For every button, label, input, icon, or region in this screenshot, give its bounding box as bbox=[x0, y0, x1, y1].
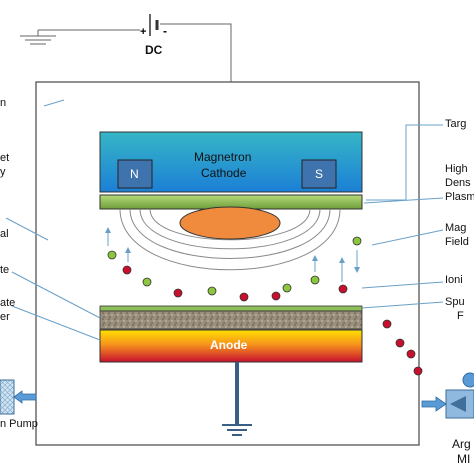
holder-label-1: ate bbox=[0, 297, 16, 309]
neutral-atom bbox=[142, 277, 152, 287]
magnetic-field-lines bbox=[119, 208, 341, 271]
anode-label: Anode bbox=[210, 338, 248, 352]
high-density-label-3: Plasm bbox=[445, 191, 474, 203]
chamber-label: n bbox=[0, 97, 7, 109]
holder-label-2: er bbox=[0, 311, 10, 323]
battery-icon bbox=[149, 14, 159, 36]
magnet-pole-north bbox=[117, 159, 153, 189]
ground-symbol-top bbox=[20, 35, 56, 45]
ion-particle bbox=[173, 288, 183, 298]
wire-to-chamber bbox=[160, 23, 232, 82]
minus-sign: - bbox=[163, 24, 167, 38]
plus-sign: + bbox=[140, 26, 146, 38]
argon-label-2: MI bbox=[457, 452, 471, 466]
ion-particle bbox=[338, 284, 348, 294]
leader-holder bbox=[11, 305, 101, 341]
ion-particle bbox=[382, 319, 392, 329]
neutral-atom bbox=[282, 283, 292, 293]
magnet-label-2: y bbox=[0, 166, 6, 178]
sputtered-label-2: F bbox=[457, 310, 464, 322]
magnet-pole-south bbox=[301, 159, 337, 189]
pole-s-label: S bbox=[315, 167, 324, 181]
ion-label: Ioni bbox=[445, 274, 463, 286]
particles bbox=[105, 227, 423, 376]
leader-ion bbox=[361, 281, 444, 289]
mfc-knob bbox=[462, 372, 474, 388]
high-density-label-2: Dens bbox=[445, 177, 471, 189]
argon-label-1: Arg bbox=[452, 437, 471, 451]
high-density-label-1: High bbox=[445, 163, 468, 175]
plasma-region bbox=[179, 206, 281, 240]
leader-field bbox=[371, 229, 444, 246]
target-label: Targ bbox=[445, 118, 467, 130]
dc-circuit bbox=[20, 23, 232, 82]
neutral-atom bbox=[352, 236, 362, 246]
ion-particle bbox=[122, 265, 132, 275]
anode-substrate-holder bbox=[99, 329, 363, 363]
neutral-atom bbox=[107, 250, 117, 260]
leader-substrate bbox=[11, 271, 101, 319]
neutral-atom bbox=[207, 286, 217, 296]
sputtered-film bbox=[99, 305, 363, 312]
cathode-label-line1: Magnetron bbox=[194, 150, 252, 164]
ion-particle bbox=[413, 366, 423, 376]
ground-symbol-bottom bbox=[222, 362, 252, 436]
vacuum-pump bbox=[0, 379, 15, 415]
sputtered-label-1: Spu bbox=[445, 296, 465, 308]
metal-label: al bbox=[0, 228, 9, 240]
ion-particle bbox=[239, 292, 249, 302]
leader-plasma bbox=[363, 197, 444, 204]
ion-particle bbox=[395, 338, 405, 348]
gas-inlet-arrow-icon bbox=[421, 396, 447, 412]
substrate-label: te bbox=[0, 264, 10, 276]
magnetic-field-label-1: Mag bbox=[445, 222, 467, 234]
ion-particle bbox=[406, 349, 416, 359]
substrate bbox=[99, 310, 363, 330]
mfc-valve-icon bbox=[450, 396, 466, 412]
pump-arrow-icon bbox=[13, 390, 37, 404]
dc-label: DC bbox=[145, 43, 163, 57]
vacuum-pump-label: n Pump bbox=[0, 418, 38, 430]
leader-film bbox=[361, 301, 444, 309]
pole-n-label: N bbox=[130, 167, 139, 181]
neutral-atom bbox=[310, 275, 320, 285]
cathode-label-line2: Cathode bbox=[201, 166, 247, 180]
leader-target bbox=[366, 124, 443, 201]
magnetic-field-label-2: Field bbox=[445, 236, 469, 248]
leader-chamber bbox=[43, 99, 65, 107]
ion-particle bbox=[271, 291, 281, 301]
magnet-label: et bbox=[0, 152, 10, 164]
leader-lines bbox=[5, 99, 444, 341]
leader-metal bbox=[5, 217, 49, 241]
